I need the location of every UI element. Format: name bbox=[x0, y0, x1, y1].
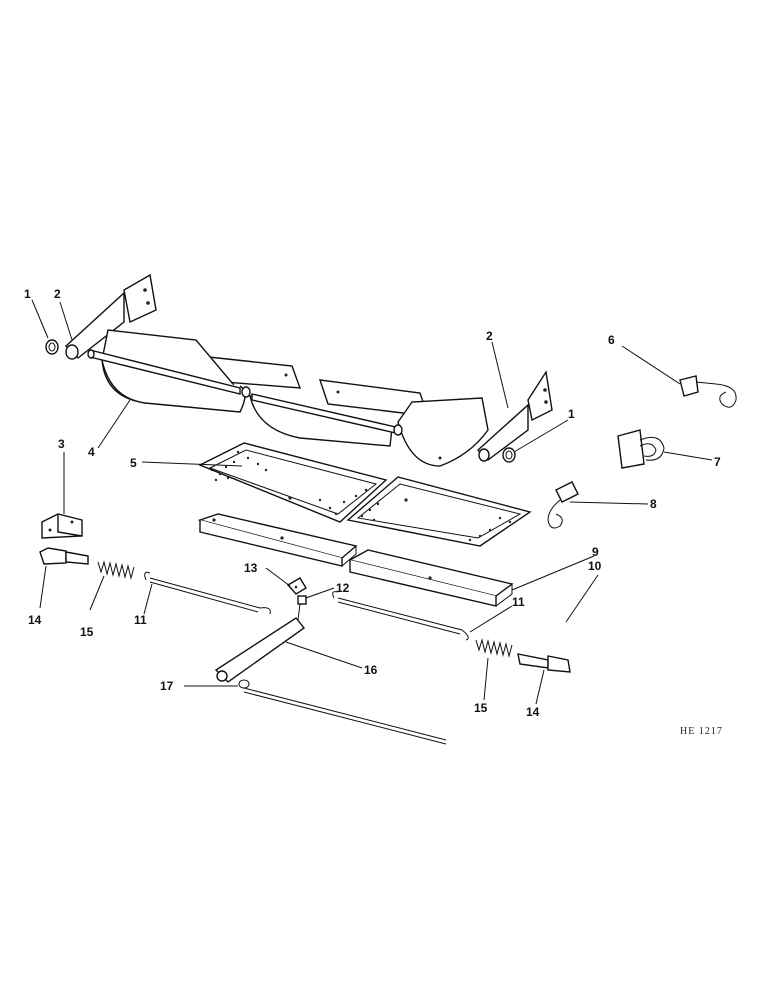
spring-right bbox=[475, 638, 513, 658]
pin-left bbox=[39, 547, 89, 565]
callout-1-right: 1 bbox=[568, 407, 575, 421]
long-chain bbox=[238, 679, 447, 745]
callout-2-left: 2 bbox=[54, 287, 61, 301]
callout-6: 6 bbox=[608, 333, 615, 347]
callout-15-left: 15 bbox=[80, 625, 94, 639]
callout-16: 16 bbox=[364, 663, 378, 677]
callout-12: 12 bbox=[336, 581, 350, 595]
callout-2-right: 2 bbox=[486, 329, 493, 343]
small-washer bbox=[297, 595, 307, 605]
bracket-arm-left bbox=[64, 273, 157, 360]
angle-strip-left bbox=[197, 513, 358, 567]
callout-8: 8 bbox=[650, 497, 657, 511]
lever-part bbox=[214, 603, 306, 683]
clip-part bbox=[617, 429, 665, 469]
callout-7: 7 bbox=[714, 455, 721, 469]
plate-speckles bbox=[210, 450, 512, 542]
chain-left bbox=[144, 571, 271, 615]
spring-left bbox=[97, 560, 135, 580]
mount-bracket-left bbox=[41, 513, 83, 539]
chain-right bbox=[332, 591, 469, 641]
small-bracket bbox=[286, 577, 307, 595]
trough-assembly bbox=[87, 329, 489, 467]
callout-1-left: 1 bbox=[24, 287, 31, 301]
washer-part-left bbox=[45, 339, 59, 355]
hook-pin-part bbox=[679, 375, 737, 408]
callout-13: 13 bbox=[244, 561, 258, 575]
callout-9: 9 bbox=[592, 545, 599, 559]
bracket-arm-right bbox=[476, 370, 553, 462]
callout-5: 5 bbox=[130, 456, 137, 470]
callout-labels: 1 2 2 1 6 3 4 5 7 8 9 10 13 12 11 14 15 … bbox=[24, 287, 721, 719]
callout-14-left: 14 bbox=[28, 613, 42, 627]
callout-11-left: 11 bbox=[134, 613, 147, 627]
reference-code: HE 1217 bbox=[680, 726, 723, 737]
loop-hook-part bbox=[547, 481, 579, 529]
callout-17: 17 bbox=[160, 679, 174, 693]
angle-strip-right bbox=[348, 549, 514, 607]
callout-11-right: 11 bbox=[512, 595, 525, 609]
callout-15-right: 15 bbox=[474, 701, 488, 715]
leader-lines bbox=[31, 299, 713, 705]
washer-part-right bbox=[502, 447, 516, 463]
callout-14-right: 14 bbox=[526, 705, 540, 719]
callout-10: 10 bbox=[588, 559, 602, 573]
pin-right bbox=[517, 653, 571, 673]
perforated-plate-right bbox=[346, 476, 532, 547]
perforated-plate-left bbox=[198, 442, 388, 523]
callout-3: 3 bbox=[58, 437, 65, 451]
callout-4: 4 bbox=[88, 445, 95, 459]
